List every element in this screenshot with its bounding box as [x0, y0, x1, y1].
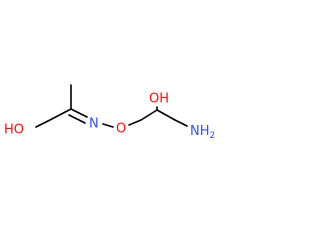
amine-subscript: 2 — [210, 131, 216, 141]
bond-n-o — [102, 123, 114, 128]
bond-choh-ch2 — [156, 109, 176, 121]
hydroxyl-left-label: HO — [4, 123, 24, 138]
bond-ho-ch2 — [35, 120, 49, 128]
bond-o-ch2 — [128, 119, 142, 126]
bond-c-n-double-1 — [70, 108, 88, 118]
hydroxyl-middle-label: OH — [149, 92, 169, 107]
bond-ch2-nh2 — [174, 119, 188, 127]
bond-c-n-double-2 — [68, 114, 86, 124]
amine-label: NH2 — [190, 124, 215, 141]
atom-labels: HO N O OH NH2 — [4, 92, 215, 141]
chemical-structure: HO N O OH NH2 — [4, 84, 215, 141]
ether-oxygen-label: O — [116, 122, 126, 137]
amine-main-text: NH — [190, 124, 210, 139]
bonds — [35, 84, 188, 128]
bond-ch2-c — [47, 108, 72, 122]
imine-nitrogen-label: N — [89, 117, 99, 132]
bond-ch2-choh — [140, 109, 158, 121]
